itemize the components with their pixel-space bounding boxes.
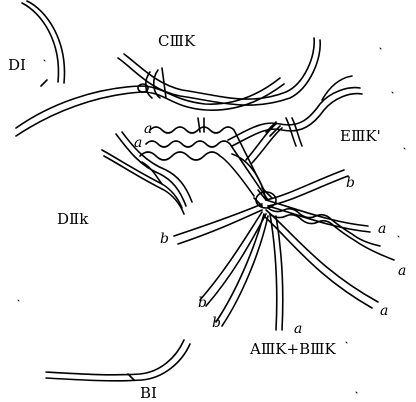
label-c3k: CⅢK bbox=[158, 34, 195, 49]
strand-label-b-2: b bbox=[160, 232, 169, 246]
bivalent-c3k bbox=[16, 38, 320, 136]
label-b1: BI bbox=[140, 386, 157, 401]
multivalent-a3k-b3k bbox=[140, 127, 394, 330]
label-d2k: DⅡk bbox=[57, 212, 88, 227]
bivalent-e3k bbox=[228, 76, 362, 163]
chromosome-d1 bbox=[22, 1, 64, 86]
strand-label-b-4: b bbox=[212, 316, 221, 330]
strand-label-a-1: a bbox=[144, 122, 152, 136]
strand-label-b-3: b bbox=[198, 296, 207, 310]
label-a3k-b3k: AⅢK+BⅢK bbox=[250, 342, 336, 357]
strand-label-a-3: a bbox=[378, 222, 386, 236]
strand-label-b-1: b bbox=[346, 176, 355, 190]
label-d1: DI bbox=[8, 58, 26, 73]
strand-label-a-5: a bbox=[380, 304, 388, 318]
strand-label-a-2: a bbox=[134, 136, 142, 150]
strand-label-a-4: a bbox=[398, 264, 406, 278]
strand-label-a-6: a bbox=[294, 322, 302, 336]
label-e3k: EⅢK' bbox=[340, 129, 381, 144]
chromosome-b1 bbox=[46, 340, 190, 381]
